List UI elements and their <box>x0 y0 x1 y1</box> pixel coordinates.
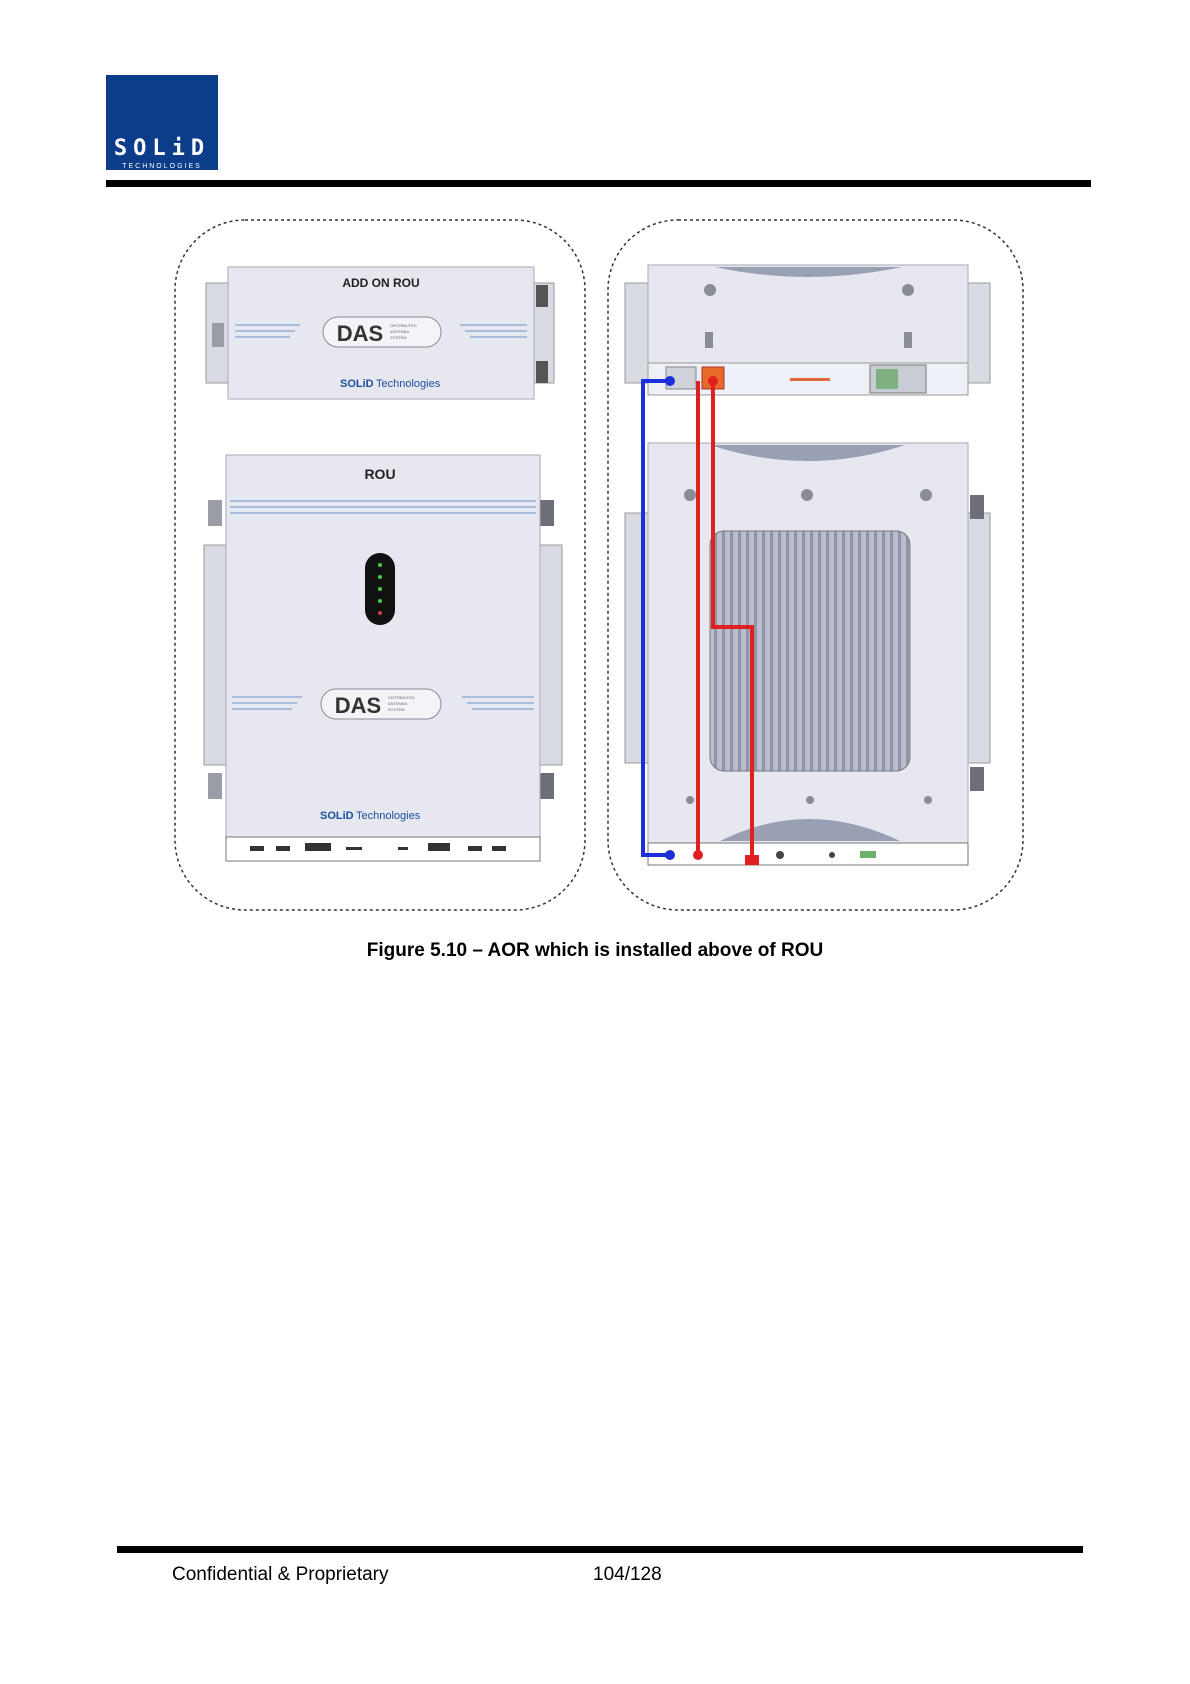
header-rule <box>106 180 1091 187</box>
aor-label: ADD ON ROU <box>342 276 419 290</box>
rou-das-mark: DAS <box>335 693 381 718</box>
aor-das-mark: DAS <box>337 321 383 346</box>
logo-subtitle: TECHNOLOGIES <box>106 163 218 170</box>
rou-rear-unit <box>625 443 990 865</box>
footer-rule <box>117 1546 1083 1553</box>
rou-brand: SOLiD <box>320 810 354 822</box>
aor-brand: SOLiD <box>340 378 374 390</box>
figure-caption: Figure 5.10 – AOR which is installed abo… <box>0 940 1190 962</box>
page-number: 104/128 <box>593 1564 662 1586</box>
aor-rear-unit <box>625 265 990 395</box>
aor-rou-figure: ADD ON ROU DAS DISTRIBUTED ANTENNA SYSTE… <box>170 215 1040 915</box>
rou-front-unit: ROU DAS DISTRIBUTED ANTENNA SYSTEM SOLiD… <box>204 455 562 861</box>
svg-text:SYSTEM: SYSTEM <box>388 707 404 712</box>
rou-label: ROU <box>364 466 395 482</box>
logo-word: SOLiD <box>106 136 218 161</box>
svg-text:SYSTEM: SYSTEM <box>390 335 406 340</box>
footer-confidential: Confidential & Proprietary <box>172 1564 389 1586</box>
solid-logo: SOLiD TECHNOLOGIES <box>106 75 218 170</box>
svg-text:ANTENNA: ANTENNA <box>390 329 409 334</box>
svg-text:DISTRIBUTED: DISTRIBUTED <box>388 695 415 700</box>
svg-text:ANTENNA: ANTENNA <box>388 701 407 706</box>
rou-brand-suffix: Technologies <box>356 810 421 822</box>
svg-text:DISTRIBUTED: DISTRIBUTED <box>390 323 417 328</box>
aor-brand-suffix: Technologies <box>376 378 441 390</box>
aor-front-unit: ADD ON ROU DAS DISTRIBUTED ANTENNA SYSTE… <box>206 267 554 399</box>
